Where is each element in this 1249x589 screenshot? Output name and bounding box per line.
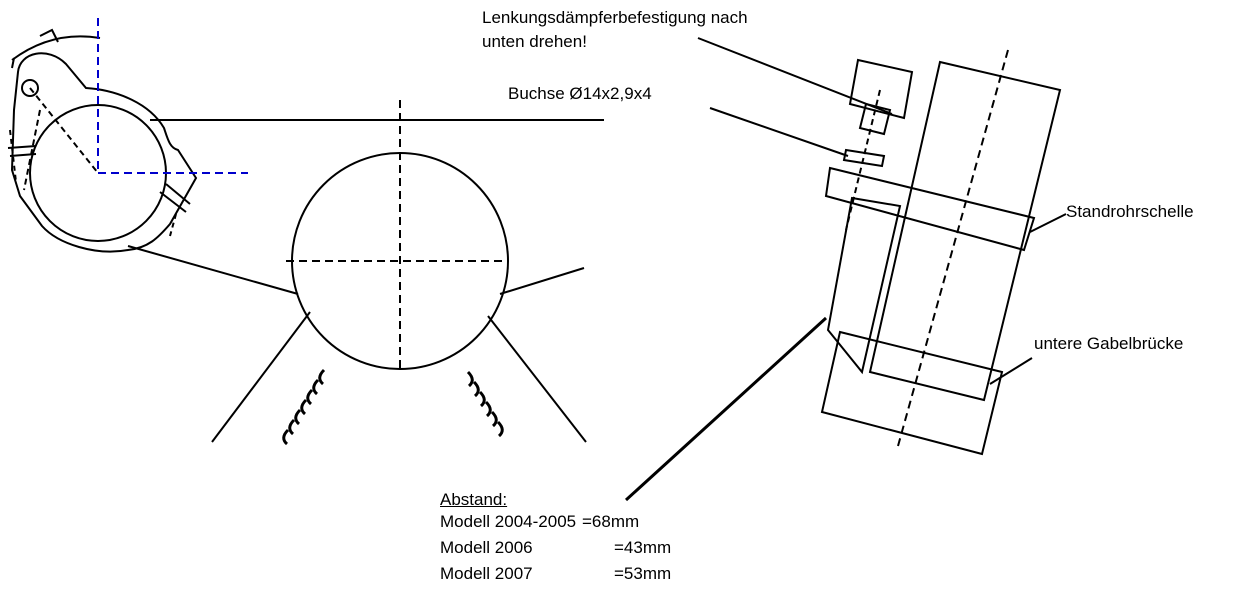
distance-row-value: =53mm	[614, 564, 672, 583]
fork-assembly	[820, 49, 1062, 456]
front-view	[211, 100, 587, 443]
support-line-right	[487, 315, 587, 443]
clamp-slot-left	[7, 145, 37, 149]
lower-bridge-label: untere Gabelbrücke	[1034, 334, 1184, 353]
fork-tube-inner	[826, 196, 902, 375]
distance-row-value: =68mm	[582, 512, 640, 531]
spring-right	[466, 370, 504, 438]
damper-axis-dashed	[845, 89, 881, 231]
angle-arrowhead	[39, 28, 59, 43]
bushing-shape	[842, 148, 886, 168]
clamp-label: Standrohrschelle	[1066, 202, 1194, 221]
angle-arc	[11, 35, 101, 61]
clamp-outer-contour	[10, 52, 198, 253]
fork-tube-outer	[868, 60, 1062, 402]
distance-row-model: Modell 2004-2005	[440, 512, 577, 531]
lower-bridge-block	[820, 330, 1004, 456]
damper-mount-body	[848, 58, 914, 120]
leader-damper	[697, 37, 893, 115]
spring-left	[282, 368, 326, 446]
distance-row-value: =43mm	[614, 538, 672, 557]
angle-tick	[11, 57, 15, 69]
clamp-slot-right-2	[159, 191, 187, 213]
projection-line-bottom	[127, 245, 299, 295]
clamp-dashed-axis-2	[23, 109, 41, 191]
clamp-slot-right	[165, 183, 191, 205]
leader-lower-bridge	[989, 357, 1033, 385]
distance-row-model: Modell 2006	[440, 538, 533, 557]
clamp-dashed-edge-right	[169, 213, 177, 237]
leader-distance	[624, 316, 828, 502]
leader-bushing	[709, 107, 849, 157]
fork-axis-dashed	[897, 49, 1009, 447]
damper-note-line2: unten drehen!	[482, 32, 587, 51]
clamp-detail	[7, 28, 198, 253]
distance-row-model: Modell 2007	[440, 564, 533, 583]
clamp-dashed-axis	[29, 87, 99, 174]
distance-heading: Abstand:	[440, 490, 508, 509]
clamp-centerlines	[97, 18, 248, 174]
leader-clamp	[1029, 213, 1067, 233]
support-line-right-upper	[499, 267, 585, 295]
support-line-left	[211, 311, 311, 443]
bushing-label: Buchse Ø14x2,9x4	[508, 84, 652, 103]
damper-mount-bolt	[858, 102, 892, 136]
damper-note-line1: Lenkungsdämpferbefestigung nach	[482, 8, 748, 27]
clamp-bolt-hole	[21, 79, 39, 97]
